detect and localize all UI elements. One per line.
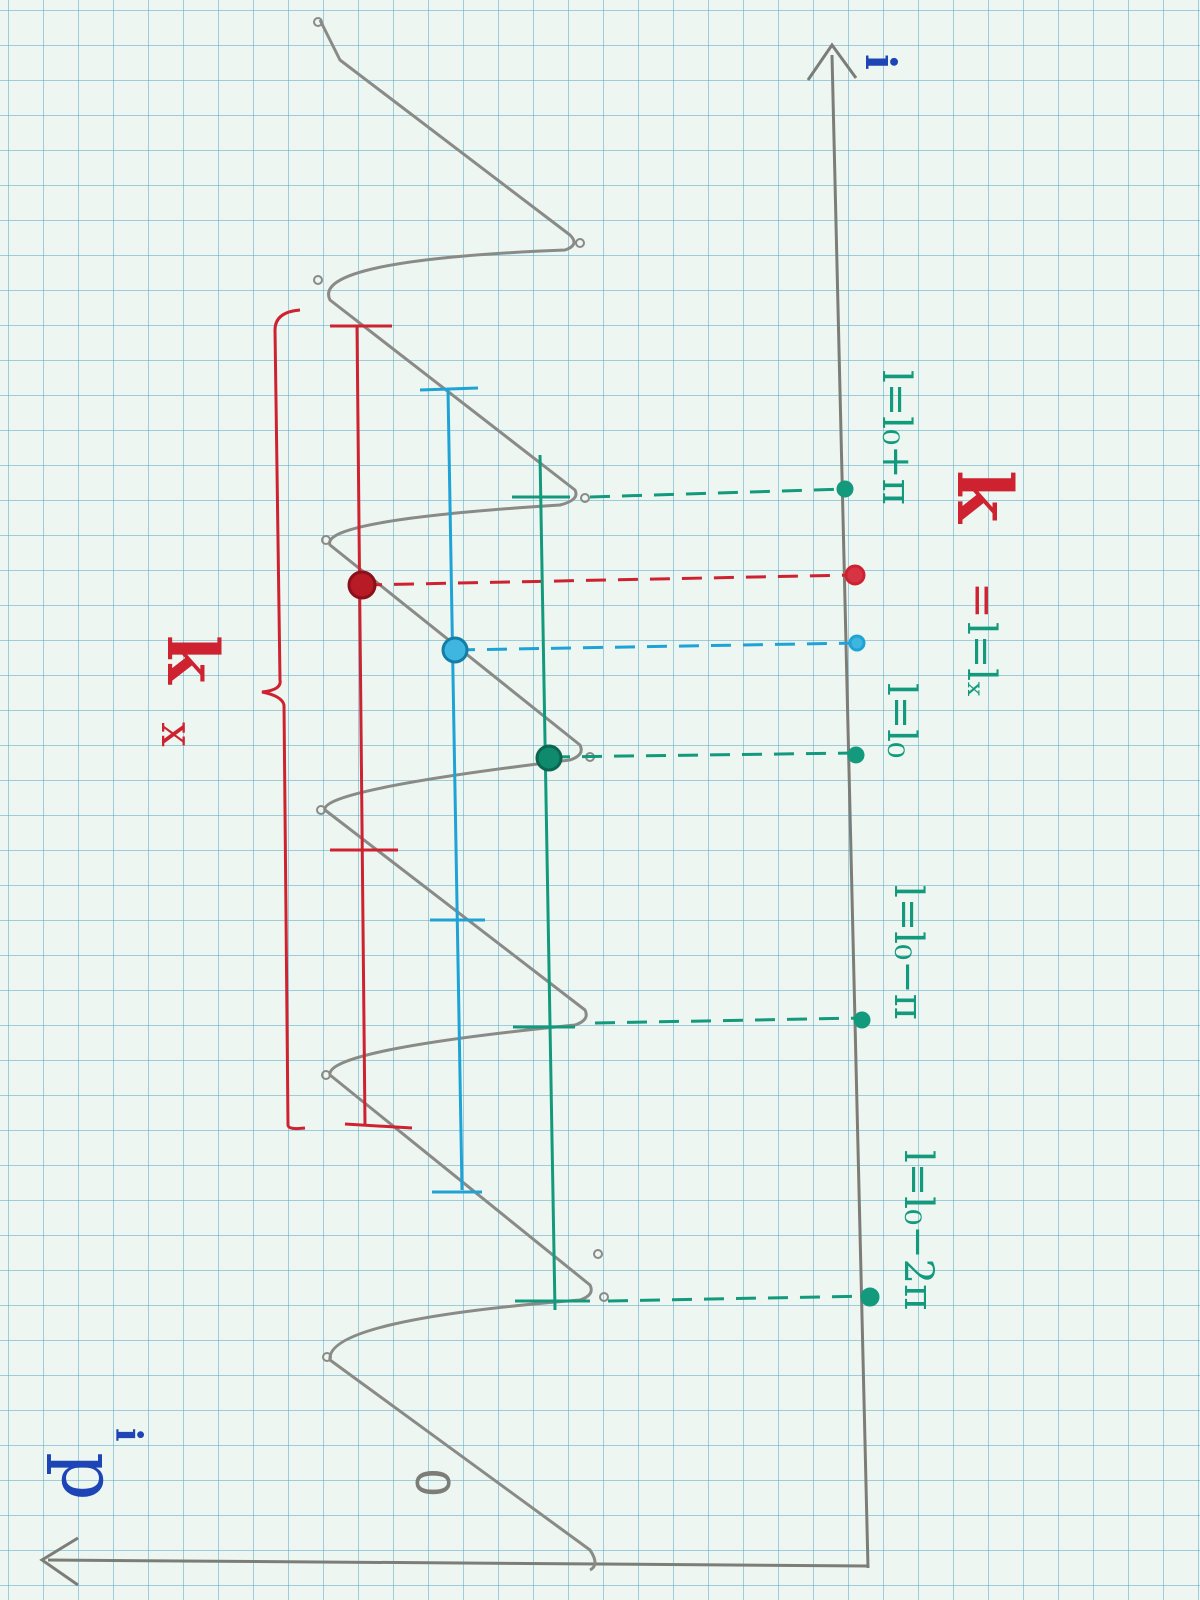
origin-label: 0 (405, 1468, 459, 1497)
axes (39, 42, 870, 1587)
axis-labels: i p i 0 (45, 54, 905, 1501)
red-dashed-projection (361, 573, 853, 587)
green-intersection-point (535, 744, 563, 772)
vertex-dot (313, 17, 323, 27)
green-projection-m2pi (607, 1294, 871, 1303)
red-intersection-point (347, 570, 377, 600)
vertex-dot (593, 1249, 603, 1259)
k-labels: = k x k (151, 470, 1029, 747)
axis-y-bottom-label: p (45, 1452, 134, 1501)
green-projection-mpi (594, 1016, 863, 1025)
vertex-dot (313, 275, 323, 285)
green-vertical-line (538, 454, 557, 1311)
vertex-dot (580, 493, 590, 503)
red-vertical-line (355, 324, 367, 1126)
green-projection-l0 (549, 751, 857, 759)
vertex-dot (321, 535, 331, 545)
vertex-dot (575, 238, 585, 248)
tick-label-m2pi: l=l₀−2π (895, 1150, 941, 1310)
green-axis-point-mpi (853, 1011, 871, 1029)
main-axis-arrowhead (806, 42, 858, 81)
vertex-dot (322, 1352, 332, 1362)
red-band (261, 308, 866, 1131)
main-axis-line (830, 54, 870, 1569)
secondary-axis-arrowhead (39, 1536, 79, 1587)
cyan-band (419, 386, 866, 1194)
cyan-dashed-projection (454, 641, 858, 652)
green-projection-ppi (589, 487, 846, 499)
red-brace (261, 308, 306, 1131)
k-marker-label: k (940, 470, 1029, 524)
red-tick-bottom (344, 1122, 413, 1130)
curve-k-label: k (151, 635, 234, 685)
green-band (512, 454, 880, 1311)
tick-label-lx: l=lₓ (958, 622, 1004, 698)
green-axis-point-m2pi (860, 1287, 880, 1307)
cyan-axis-point (848, 634, 866, 652)
tick-label-mpi: l=l₀−π (885, 885, 931, 1020)
secondary-axis-line (47, 1558, 869, 1568)
vertex-dot (599, 1292, 609, 1302)
k-equals-sign: = (957, 582, 1008, 619)
curve-vertex-dots (313, 17, 609, 1362)
tick-label-ppi: l=l₀+π (873, 370, 919, 505)
vertex-dot (321, 1070, 331, 1080)
red-axis-point (844, 564, 866, 586)
curve-k-prefix: x (151, 722, 202, 747)
cyan-tick-top (419, 386, 479, 392)
tick-label-l0: l=l₀ (878, 683, 924, 758)
axis-y-top-label: i (856, 54, 905, 70)
vertex-dot (316, 805, 326, 815)
cyan-vertical-line (446, 389, 464, 1191)
green-axis-point-ppi (836, 480, 854, 498)
tick-labels: l=l₀+π l=l₀ l=lₓ l=l₀−π l=l₀−2π (873, 370, 1004, 1310)
cyan-intersection-point (441, 636, 469, 664)
green-axis-point-l0 (847, 746, 865, 764)
axis-y-bottom-index: i (107, 1428, 149, 1442)
